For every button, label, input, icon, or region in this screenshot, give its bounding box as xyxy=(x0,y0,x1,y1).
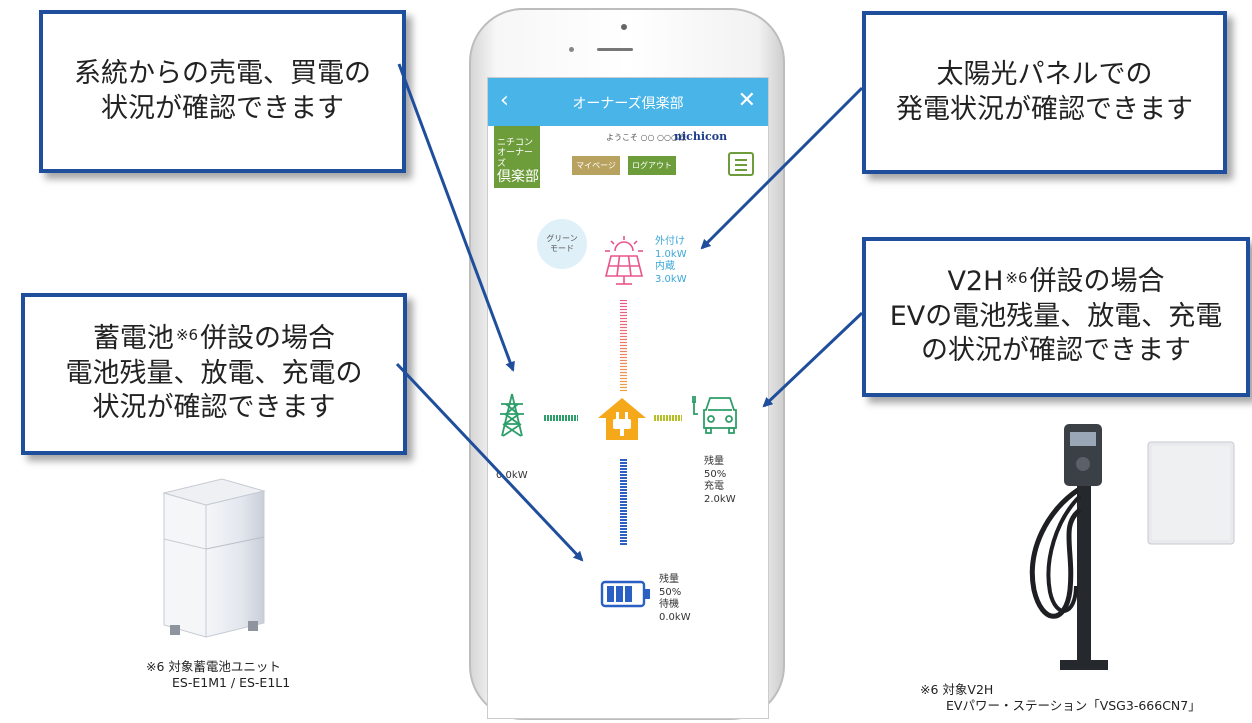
callout-battery-line2: 電池残量、放電、充電の xyxy=(65,357,363,389)
callout-solar-line2: 発電状況が確認できます xyxy=(896,93,1193,125)
caption-v2h-line2: EVパワー・ステーション「VSG3-666CN7」 xyxy=(946,698,1201,714)
callout-battery-line1-a: 蓄電池 xyxy=(92,323,174,355)
callout-battery-line1-b: 併設の場合 xyxy=(200,323,336,355)
callout-battery-footnote: ※6 xyxy=(175,326,199,345)
callout-solar-line1: 太陽光パネルでの xyxy=(936,58,1153,90)
battery-values: 残量 50% 待機 0.0kW xyxy=(659,574,691,623)
callout-grid: 系統からの売電、買電の 状況が確認できます xyxy=(39,10,406,173)
logout-button[interactable]: ログアウト xyxy=(628,156,676,175)
callout-battery: 蓄電池※6併設の場合 電池残量、放電、充電の 状況が確認できます xyxy=(21,293,407,455)
back-icon[interactable]: ‹ xyxy=(500,88,509,113)
welcome-text: ようこそ ○○ ○○○様 xyxy=(606,133,686,142)
callout-grid-line1: 系統からの売電、買電の xyxy=(74,57,371,89)
close-icon[interactable]: ✕ xyxy=(737,88,756,113)
callout-v2h: V2H※6併設の場合 EVの電池残量、放電、充電 の状況が確認できます xyxy=(862,237,1250,397)
battery-icon xyxy=(600,580,650,608)
solar-panel-icon xyxy=(604,236,644,285)
arrow-to-battery xyxy=(395,362,584,562)
v2h-unit-image xyxy=(1029,424,1235,670)
caption-v2h-unit: ※6 対象V2H EVパワー・ステーション「VSG3-666CN7」 xyxy=(920,682,1252,715)
grid-value: 0.0kW xyxy=(496,470,528,481)
brand-logo: nichicon xyxy=(674,130,728,143)
ev-car-icon xyxy=(692,396,737,434)
ev-flow-bar xyxy=(654,415,682,421)
battery-flow-bar xyxy=(620,459,627,545)
ev-values: 残量 50% 充電 2.0kW xyxy=(704,456,736,505)
arrow-to-grid xyxy=(397,63,515,372)
arrow-to-ev xyxy=(762,311,864,408)
solar-values: 外付け 1.0kW 内蔵 3.0kW xyxy=(655,236,687,285)
caption-battery-line1: ※6 対象蓄電池ユニット xyxy=(146,659,281,674)
grid-flow-bar xyxy=(544,415,578,421)
home-plug-icon xyxy=(598,398,646,440)
caption-v2h-line1: ※6 対象V2H xyxy=(920,682,994,697)
callout-solar: 太陽光パネルでの 発電状況が確認できます xyxy=(862,11,1227,174)
callout-grid-line2: 状況が確認できます xyxy=(101,92,344,124)
app-screen: ‹ オーナーズ倶楽部 ✕ ニチコン オーナーズ 倶楽部 ようこそ ○○ ○○○様… xyxy=(487,77,769,719)
app-title: オーナーズ倶楽部 xyxy=(572,96,684,112)
speaker-icon xyxy=(597,48,633,51)
mypage-button[interactable]: マイページ xyxy=(572,156,620,175)
front-sensor-icon xyxy=(569,47,574,52)
callout-v2h-line2: EVの電池残量、放電、充電 xyxy=(889,300,1223,332)
camera-icon xyxy=(621,24,627,30)
caption-battery-unit: ※6 対象蓄電池ユニット ES-E1M1 / ES-E1L1 xyxy=(146,659,290,692)
menu-icon[interactable] xyxy=(728,152,754,176)
owners-club-logo[interactable]: ニチコン オーナーズ 倶楽部 xyxy=(494,126,540,188)
tower-icon xyxy=(500,393,524,437)
callout-v2h-line1-b: 併設の場合 xyxy=(1029,266,1165,298)
green-mode-badge[interactable]: グリーン モード xyxy=(537,219,587,269)
app-header: ‹ オーナーズ倶楽部 ✕ xyxy=(488,78,768,126)
solar-flow-bar xyxy=(620,300,627,392)
arrow-to-solar xyxy=(700,86,864,250)
callout-v2h-line3: の状況が確認できます xyxy=(921,335,1191,367)
callout-v2h-footnote: ※6 xyxy=(1005,269,1028,288)
callout-battery-line3: 状況が確認できます xyxy=(92,392,336,424)
caption-battery-line2: ES-E1M1 / ES-E1L1 xyxy=(172,675,291,691)
phone-frame: ‹ オーナーズ倶楽部 ✕ ニチコン オーナーズ 倶楽部 ようこそ ○○ ○○○様… xyxy=(469,8,785,720)
callout-v2h-line1-a: V2H xyxy=(947,266,1004,298)
battery-unit-image xyxy=(162,478,266,638)
